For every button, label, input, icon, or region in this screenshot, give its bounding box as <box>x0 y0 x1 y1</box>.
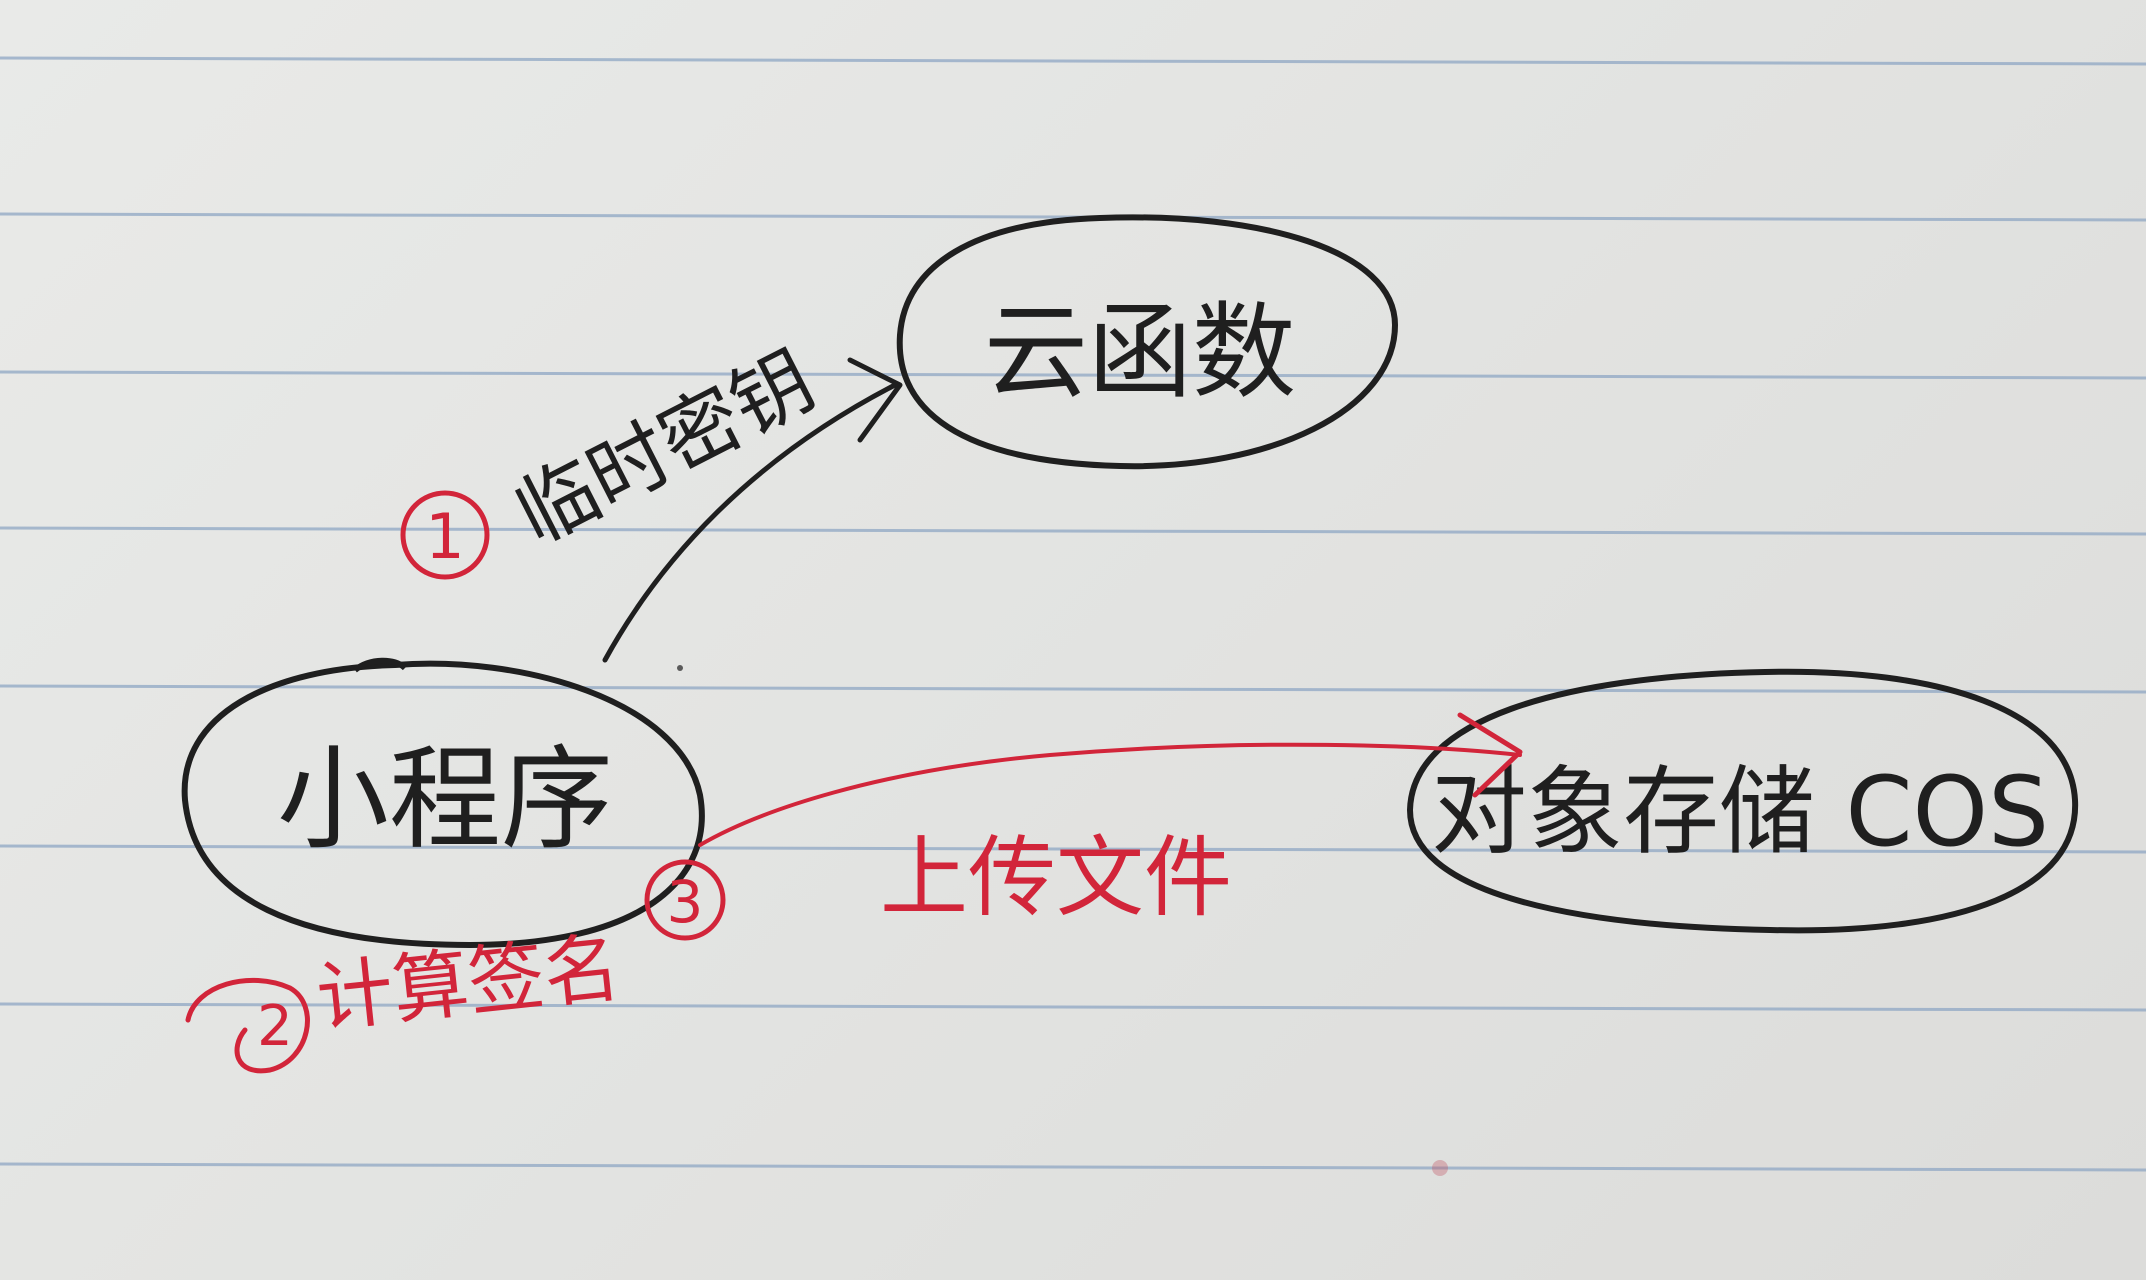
step-1-annotation: 1 临时密钥 <box>400 334 829 580</box>
ruled-line <box>0 526 2146 536</box>
node-outline-overlap <box>353 657 408 673</box>
node-object-storage: 对象存储 COS <box>1407 668 2079 934</box>
step-label: 上传文件 <box>880 826 1232 929</box>
step-number-circle <box>400 490 490 580</box>
step-2-annotation: 2 计算签名 <box>185 923 625 1074</box>
ruled-line <box>0 370 2146 380</box>
arrow-step-1 <box>602 357 903 663</box>
node-cloud-function: 云函数 <box>896 214 1398 470</box>
step-number: 1 <box>425 500 464 573</box>
node-outline <box>896 214 1398 470</box>
ruled-line <box>0 1002 2146 1012</box>
arrow-step-3 <box>698 712 1523 847</box>
node-label: 对象存储 COS <box>1431 756 2049 868</box>
node-label: 云函数 <box>984 291 1296 413</box>
arrowhead <box>1457 712 1523 798</box>
pen-smudge <box>1432 1160 1448 1176</box>
step-label: 临时密钥 <box>501 334 828 562</box>
ruled-lines <box>0 56 2146 1172</box>
step-number-circle <box>644 859 726 941</box>
pen-dot <box>677 665 683 671</box>
node-outline <box>1407 668 2079 934</box>
node-label: 小程序 <box>277 735 613 865</box>
ruled-line <box>0 56 2146 66</box>
node-outline <box>181 660 705 948</box>
ruled-line <box>0 844 2146 854</box>
step-number: 2 <box>257 994 293 1059</box>
arrowhead <box>847 357 903 443</box>
arrow-line <box>698 742 1522 847</box>
ruled-line <box>0 684 2146 694</box>
arrow-line <box>602 382 898 663</box>
step-label: 计算签名 <box>313 923 625 1043</box>
step-number-circle <box>185 977 310 1074</box>
step-number: 3 <box>667 868 704 936</box>
step-3-annotation: 3 上传文件 <box>644 826 1232 941</box>
ruled-line <box>0 1162 2146 1172</box>
node-mini-program: 小程序 <box>181 657 705 948</box>
